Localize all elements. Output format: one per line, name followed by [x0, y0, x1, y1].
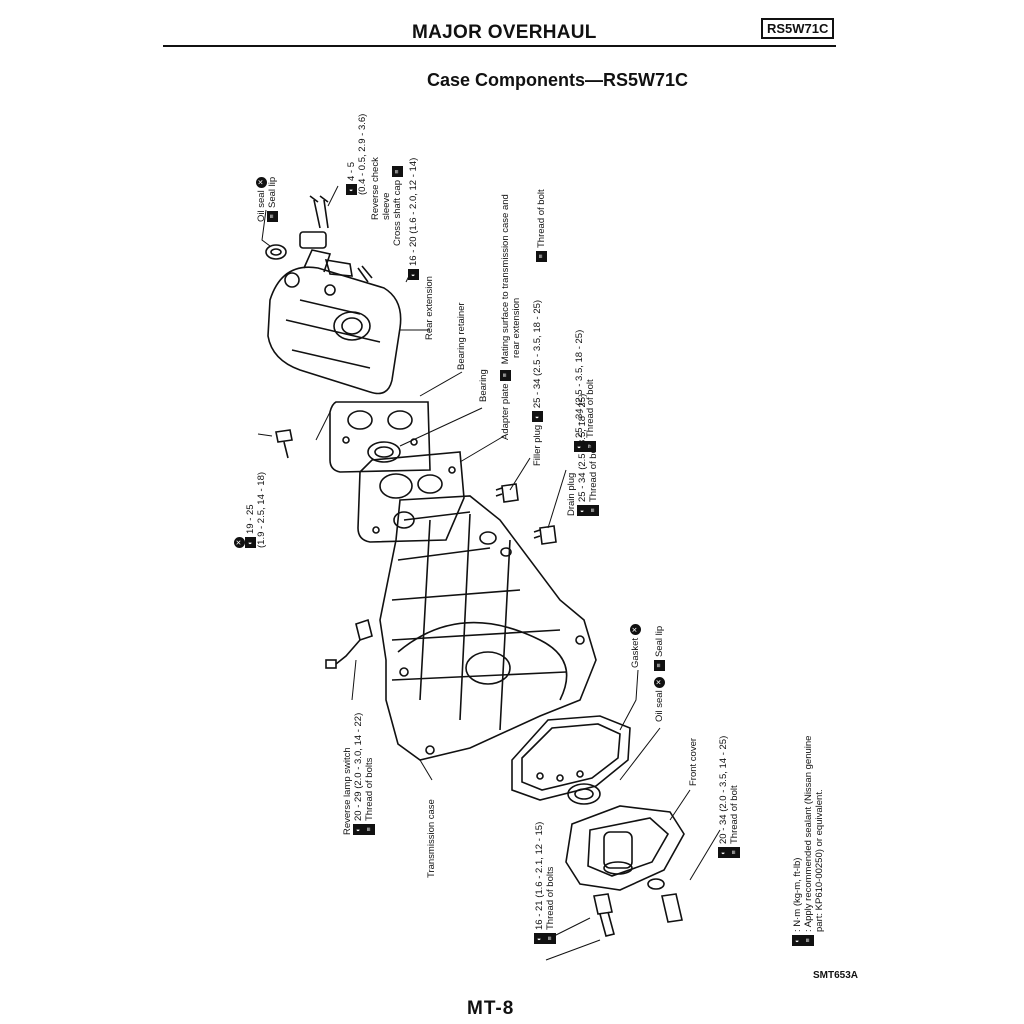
torque-icon: ◐: [532, 411, 543, 423]
label-front-cover-torque: ◐20 - 34 (2.0 - 3.5, 14 - 25) ≡Thread of…: [718, 736, 740, 858]
front-cover-bolt-right-drawing: [647, 878, 683, 923]
label-torque-16-20: ◐16 - 20 (1.6 - 2.0, 12 - 14): [408, 158, 419, 280]
reverse-lamp-switch-drawing: [325, 618, 373, 669]
torque-icon: ◐: [353, 824, 364, 835]
torque-icon: ◐: [534, 933, 545, 944]
label-cross-shaft-cap: Cross shaft cap ≡: [392, 163, 403, 246]
label-bearing: Bearing: [478, 369, 489, 402]
header-rule: [163, 45, 836, 47]
model-badge: RS5W71C: [761, 18, 835, 39]
torque-icon: ◐: [577, 505, 588, 516]
torque-icon: ◐: [408, 269, 419, 280]
drain-plug-drawing: [539, 525, 557, 545]
label-reverse-check-sleeve: Reverse check sleeve: [370, 157, 392, 220]
label-drain-plug: Drain plug ◐25 - 34 (2.5 - 3.5, 18 - 25)…: [566, 393, 600, 516]
replace-icon: ✕: [234, 537, 245, 548]
torque-icon: ◐: [792, 935, 803, 946]
replace-icon: ✕: [654, 676, 665, 688]
adapter-plate-drawing: [357, 451, 465, 543]
gasket-drawing: [511, 715, 631, 801]
label-torque-19-25: ✕ ◐19 - 25 (1.9 - 2.5, 14 - 18): [234, 471, 268, 548]
oil-seal-top-drawing: [265, 244, 287, 260]
torque-icon: ◐: [718, 847, 729, 858]
label-filler-plug: Filler plug ◐25 - 34 (2.5 - 3.5, 18 - 25…: [532, 299, 544, 466]
sealant-icon: ≡: [654, 660, 665, 672]
sealant-icon: ≡: [364, 824, 376, 835]
label-bearing-retainer: Bearing retainer: [456, 302, 467, 370]
label-torque-4-5: ◐4 - 5 (0.4 - 0.5, 2.9 - 3.6): [346, 113, 369, 195]
reverse-check-sleeve-drawing: [299, 195, 329, 249]
sealant-icon: ≡: [536, 251, 547, 262]
filler-plug-drawing: [501, 483, 519, 503]
page-number: MT-8: [467, 998, 515, 1019]
label-thread-of-bolt-top: ≡Thread of bolt: [536, 189, 547, 262]
label-bottom-left-torque: ◐16 - 21 (1.6 - 2.1, 12 - 15) ≡Thread of…: [534, 822, 556, 944]
replace-icon: ✕: [256, 176, 267, 188]
label-rear-extension: Rear extension: [424, 276, 435, 340]
sealant-icon: ≡: [267, 211, 279, 222]
sealant-icon: ≡: [729, 847, 741, 858]
torque-icon: ◐: [245, 537, 257, 548]
label-transmission-case: Transmission case: [426, 799, 437, 878]
sealant-icon: ≡: [588, 505, 600, 516]
sealant-icon: ≡: [545, 933, 557, 944]
page-header-title: MAJOR OVERHAUL: [412, 22, 597, 43]
rear-extension-drawing: [267, 249, 402, 395]
bolt-left-drawing: [275, 429, 293, 459]
figure-id: SMT653A: [813, 970, 859, 981]
label-oil-seal-top: Oil seal ✕ ≡Seal lip: [256, 176, 279, 222]
label-reverse-lamp-switch: Reverse lamp switch ◐20 - 29 (2.0 - 3.0,…: [342, 712, 376, 835]
bearing-retainer-drawing: [329, 401, 431, 473]
sealant-icon: ≡: [500, 369, 511, 381]
front-cover-drawing: [565, 805, 685, 891]
replace-icon: ✕: [630, 624, 641, 636]
bearing-drawing: [367, 441, 401, 463]
label-adapter-plate: Adapter plate ≡ Mating surface to transm…: [500, 194, 523, 440]
label-gasket: Gasket ✕: [630, 621, 641, 668]
torque-icon: ◐: [346, 184, 357, 195]
sealant-icon: ≡: [803, 935, 815, 946]
section-title: Case Components—RS5W71C: [427, 70, 689, 90]
legend: ◐: N·m (kg-m, ft-lb) ≡: Apply recommende…: [792, 736, 825, 946]
sealant-icon: ≡: [392, 166, 403, 178]
oil-seal-mid-drawing: [567, 783, 601, 805]
front-cover-bolt-drawing: [593, 893, 615, 937]
transmission-case-drawing: [379, 495, 597, 761]
label-oil-seal-mid: Oil seal ✕ ≡Seal lip: [654, 625, 666, 722]
cross-shaft-cap-drawing: [324, 259, 353, 277]
label-front-cover: Front cover: [688, 737, 699, 786]
